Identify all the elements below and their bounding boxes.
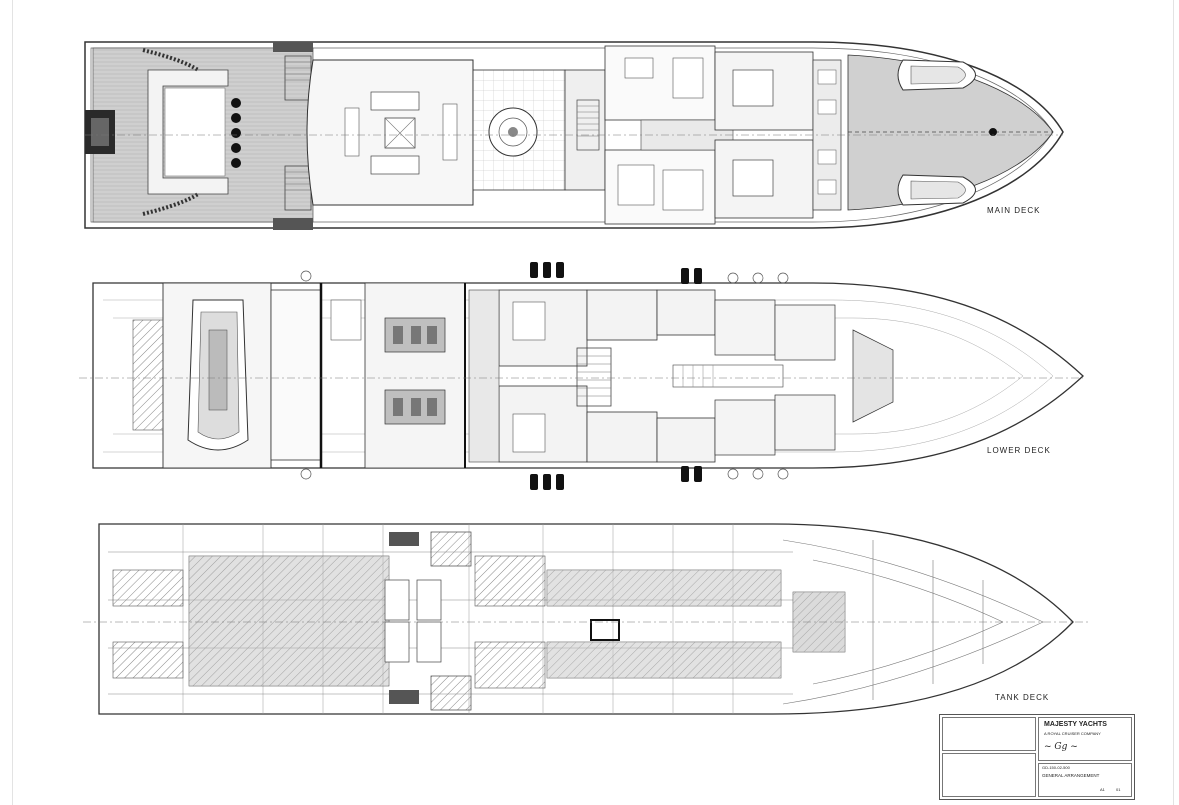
designer-signature-logo: ~ Gg ~ <box>1044 742 1078 752</box>
aft-deck-stools <box>231 98 241 168</box>
title-block-logo-cell <box>1038 717 1132 761</box>
main-deck-plan <box>84 41 1064 230</box>
drawing-sheet: MAIN DECK LOWER DECK TANK DECK MAJESTY Y… <box>12 0 1174 805</box>
revision: 01 <box>1116 787 1121 792</box>
general-arrangement-drawing <box>79 41 1088 715</box>
title-block-notes-cell <box>942 717 1036 751</box>
drawing-title: GENERAL ARRANGEMENT <box>1042 773 1100 778</box>
main-deck-label: MAIN DECK <box>987 206 1041 215</box>
sheet-size: A1 <box>1100 787 1105 792</box>
drawing-number: GD-150-02-500 <box>1042 765 1070 770</box>
title-block-info-cell <box>1038 763 1132 797</box>
brand-name: MAJESTY YACHTS <box>1044 721 1107 728</box>
brand-tagline: A ROYAL CRUISER COMPANY <box>1044 731 1101 736</box>
lower-deck-label: LOWER DECK <box>987 446 1051 455</box>
tank-deck-label: TANK DECK <box>995 693 1050 702</box>
lower-deck-plan <box>79 262 1084 490</box>
title-block: MAJESTY YACHTS A ROYAL CRUISER COMPANY ~… <box>939 714 1135 800</box>
engine-room <box>364 282 466 469</box>
lower-deck-fins <box>530 262 702 490</box>
title-block-revisions-cell <box>942 753 1036 797</box>
tank-deck-plan <box>83 523 1088 715</box>
